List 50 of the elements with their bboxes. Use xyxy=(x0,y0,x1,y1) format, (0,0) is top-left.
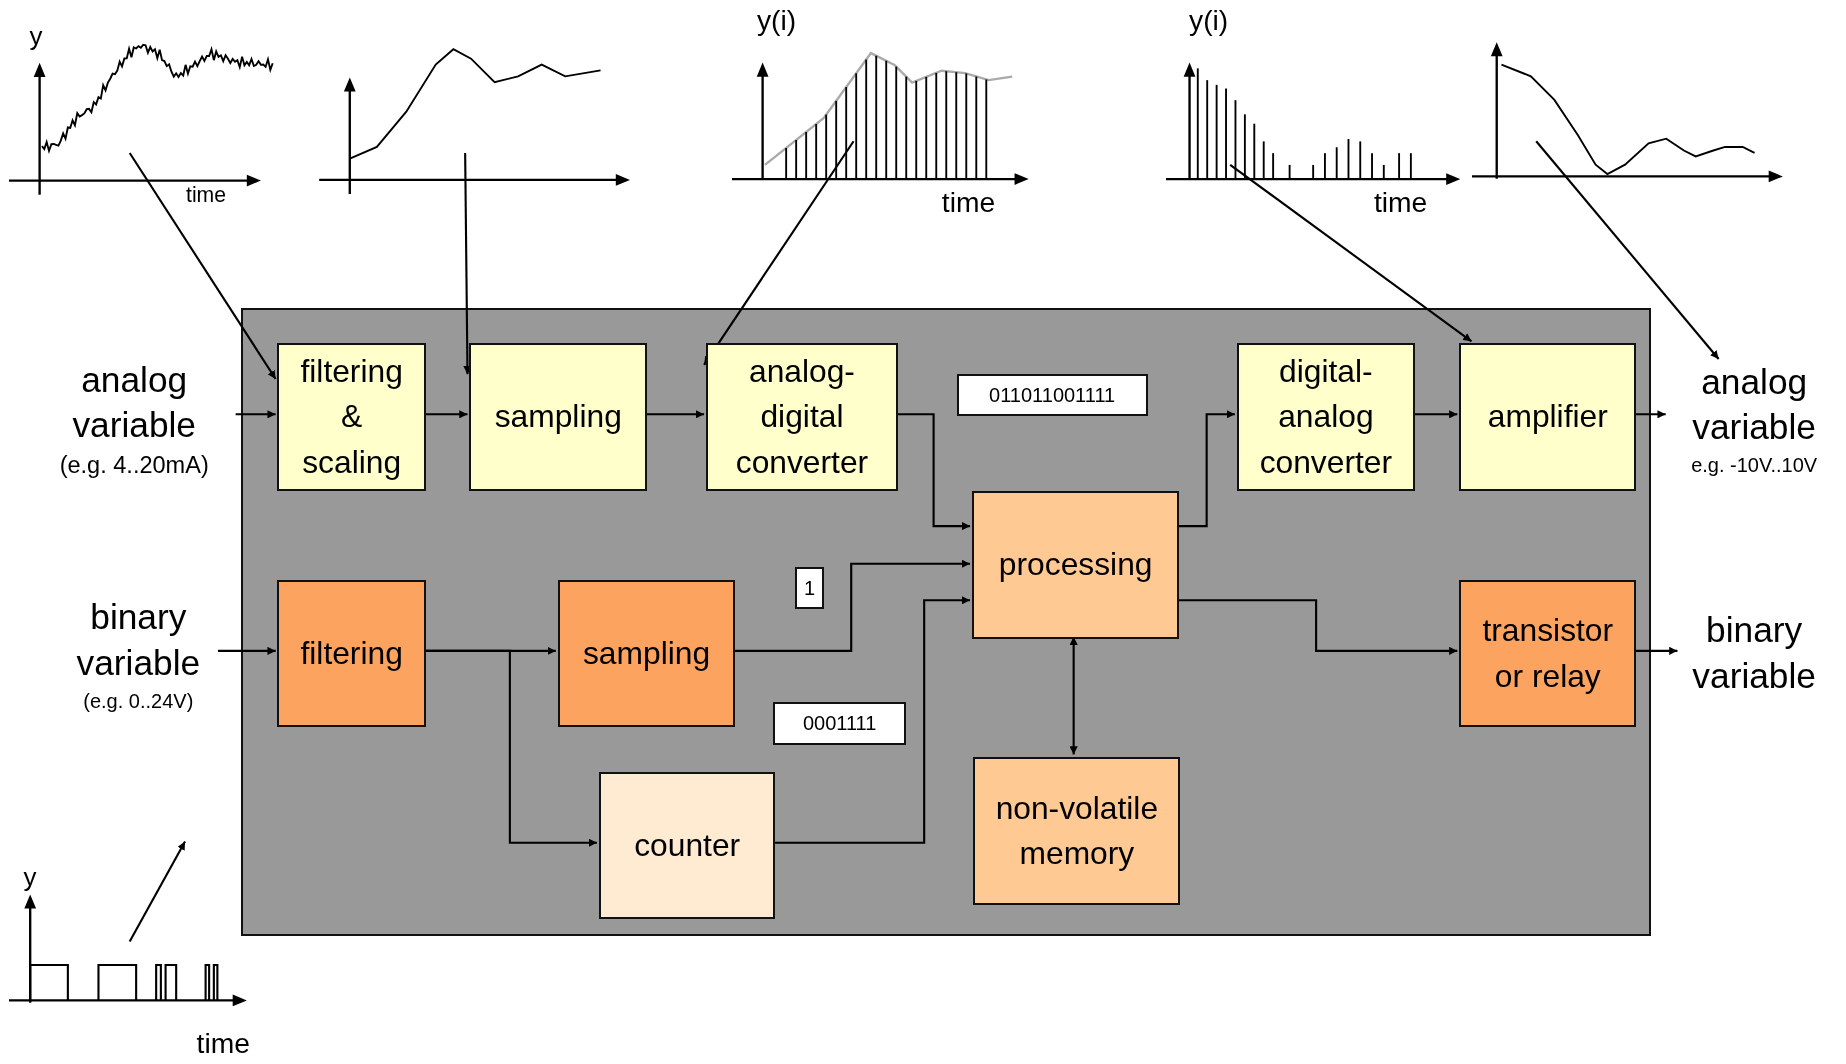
value-tag: 011011001111 xyxy=(956,374,1148,417)
axis-label: time xyxy=(196,1028,250,1058)
process-box: filtering & scaling xyxy=(277,343,426,491)
arrow xyxy=(1412,410,1458,419)
arrow xyxy=(1069,636,1078,755)
axis-label: y xyxy=(23,865,37,892)
process-box: digital-analog converter xyxy=(1236,343,1415,491)
leader-arrow xyxy=(463,153,472,375)
process-box: amplifier xyxy=(1459,343,1637,491)
process-box: counter xyxy=(598,771,776,920)
axis-label: y xyxy=(29,23,43,50)
arrow xyxy=(1177,599,1458,655)
leader-arrow xyxy=(1535,140,1720,360)
axis-label: y(i) xyxy=(1189,5,1229,35)
axis-label: time xyxy=(941,188,996,217)
device-panel xyxy=(241,308,1651,936)
value-tag: 0001111 xyxy=(773,702,907,745)
signal-range: (e.g. 0..24V) xyxy=(83,689,194,713)
arrow xyxy=(645,410,705,419)
leader-arrow xyxy=(703,140,855,366)
arrow xyxy=(1633,410,1666,419)
leader-arrow xyxy=(128,152,277,380)
process-box: analog-digital converter xyxy=(706,343,898,491)
signal-label: binary variable xyxy=(75,596,202,684)
signal-label: analog variable xyxy=(1691,360,1817,449)
axis-label: y(i) xyxy=(757,5,797,35)
leader-arrow xyxy=(128,841,186,943)
arrow xyxy=(218,646,276,655)
arrow xyxy=(773,596,971,844)
arrow xyxy=(1177,410,1235,528)
process-box: transistor or relay xyxy=(1459,580,1637,728)
process-box: non-volatile memory xyxy=(973,756,1181,905)
arrow xyxy=(1633,646,1678,655)
signal-range: (e.g. 4..20mA) xyxy=(59,452,209,480)
arrow xyxy=(733,559,971,652)
process-box: filtering xyxy=(277,580,426,728)
signal-label: analog variable xyxy=(71,358,197,447)
arrow xyxy=(235,410,276,419)
value-tag: 1 xyxy=(795,567,824,610)
process-box: sampling xyxy=(469,343,648,491)
arrow xyxy=(423,410,468,419)
arrow xyxy=(895,413,971,531)
process-box: sampling xyxy=(557,580,736,728)
signal-label: binary variable xyxy=(1691,609,1817,698)
process-box: processing xyxy=(972,490,1180,639)
axis-label: time xyxy=(186,183,227,205)
axis-label: time xyxy=(1373,188,1428,217)
arrow xyxy=(423,649,597,847)
leader-arrow xyxy=(1229,163,1473,343)
signal-range: e.g. -10V..10V xyxy=(1691,454,1818,478)
